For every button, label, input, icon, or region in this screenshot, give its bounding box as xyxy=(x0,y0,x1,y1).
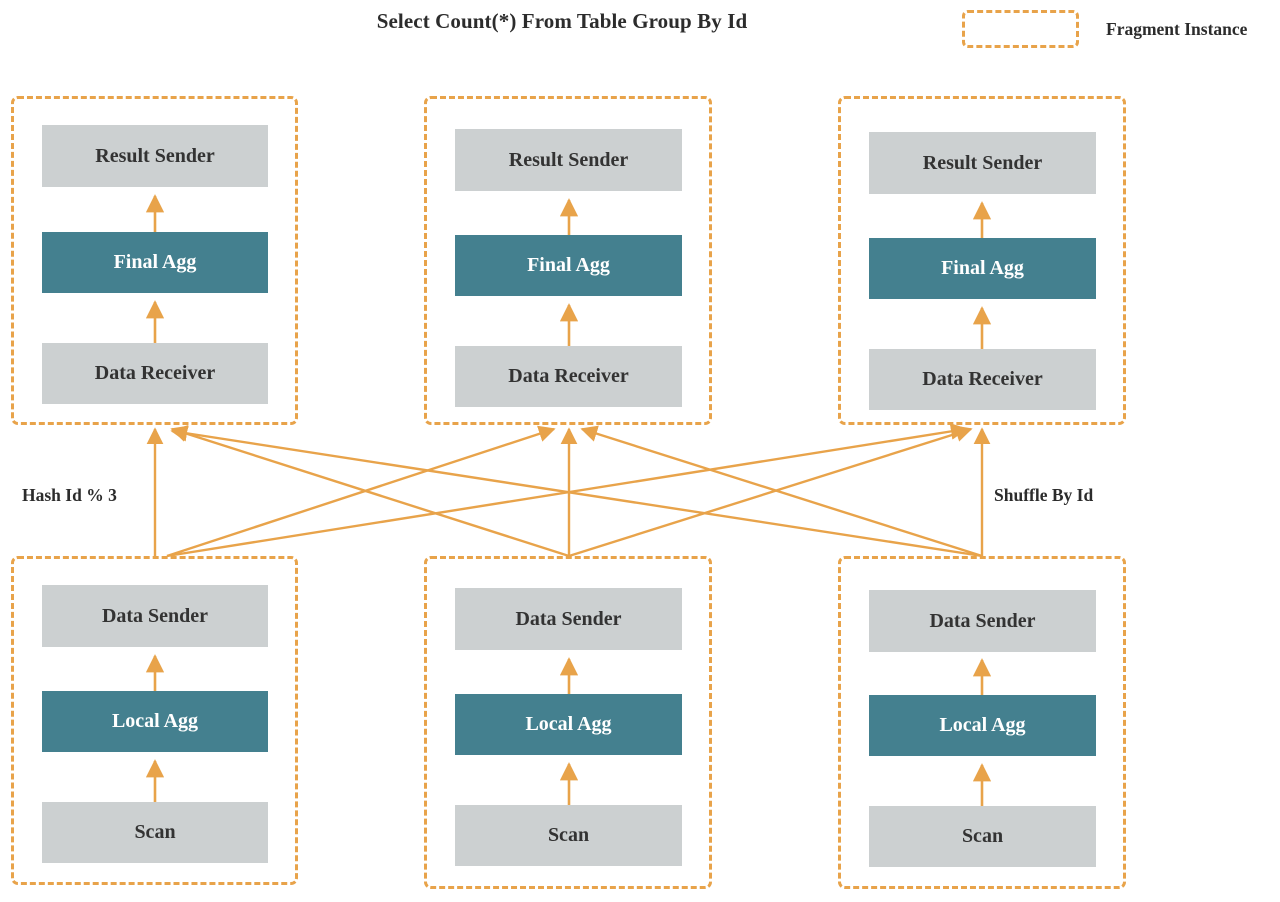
node-data-sender-2[interactable]: Data Sender xyxy=(455,588,682,650)
legend-label: Fragment Instance xyxy=(1106,19,1248,39)
fragment-top-1[interactable] xyxy=(11,96,298,425)
fragment-bottom-3[interactable] xyxy=(838,556,1126,889)
fragment-top-3[interactable] xyxy=(838,96,1126,425)
node-data-sender-3[interactable]: Data Sender xyxy=(869,590,1096,652)
node-scan-2[interactable]: Scan xyxy=(455,805,682,866)
label-hash-id: Hash Id % 3 xyxy=(22,485,117,505)
node-data-sender-1[interactable]: Data Sender xyxy=(42,585,268,647)
shuffle-edge-b3-t2 xyxy=(580,425,983,558)
node-data-receiver-3[interactable]: Data Receiver xyxy=(869,349,1096,410)
shuffle-edge-b3-t1 xyxy=(170,425,983,558)
node-data-receiver-2[interactable]: Data Receiver xyxy=(455,346,682,407)
fragment-bottom-2[interactable] xyxy=(424,556,712,889)
node-final-agg-2[interactable]: Final Agg xyxy=(455,235,682,296)
shuffle-edge-b1-t2 xyxy=(166,425,556,558)
node-data-receiver-1[interactable]: Data Receiver xyxy=(42,343,268,404)
fragment-bottom-1[interactable] xyxy=(11,556,298,885)
node-scan-1[interactable]: Scan xyxy=(42,802,268,863)
label-shuffle-by-id: Shuffle By Id xyxy=(994,485,1094,505)
node-result-sender-1[interactable]: Result Sender xyxy=(42,125,268,187)
node-scan-3[interactable]: Scan xyxy=(869,806,1096,867)
shuffle-edge-b2-t3 xyxy=(568,425,973,558)
shuffle-edge-b1-t3 xyxy=(166,423,968,558)
node-local-agg-1[interactable]: Local Agg xyxy=(42,691,268,752)
legend-swatch-fragment-instance xyxy=(962,10,1079,48)
node-final-agg-1[interactable]: Final Agg xyxy=(42,232,268,293)
shuffle-edge-b2-t1 xyxy=(170,425,570,558)
node-local-agg-2[interactable]: Local Agg xyxy=(455,694,682,755)
fragment-top-2[interactable] xyxy=(424,96,712,425)
node-result-sender-3[interactable]: Result Sender xyxy=(869,132,1096,194)
node-final-agg-3[interactable]: Final Agg xyxy=(869,238,1096,299)
node-local-agg-3[interactable]: Local Agg xyxy=(869,695,1096,756)
node-result-sender-2[interactable]: Result Sender xyxy=(455,129,682,191)
page-title: Select Count(*) From Table Group By Id xyxy=(376,9,748,33)
